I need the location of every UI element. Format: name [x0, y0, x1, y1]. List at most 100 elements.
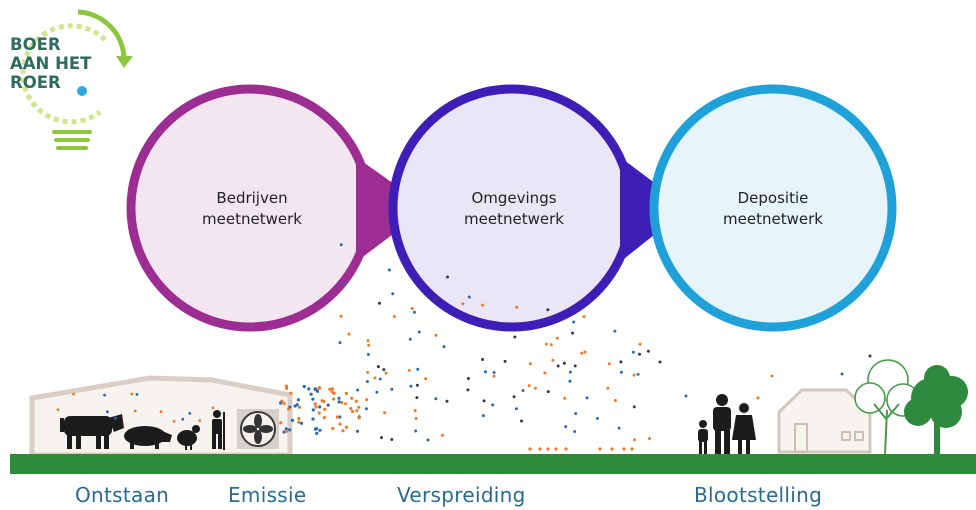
- particle-dot: [72, 392, 75, 396]
- particle-dot: [390, 438, 394, 441]
- particle-dot: [106, 410, 109, 414]
- particle-dot: [582, 315, 586, 319]
- particle-dot: [315, 389, 320, 393]
- particle-dot: [320, 399, 324, 403]
- particle-dot: [282, 401, 286, 406]
- particle-dot: [287, 407, 291, 411]
- cow-icon: [60, 414, 124, 449]
- particle-dot: [311, 408, 315, 412]
- particle-dot: [288, 428, 292, 432]
- particle-dot: [344, 391, 348, 395]
- particle-dot: [331, 426, 335, 431]
- particle-dot: [377, 301, 381, 305]
- particle-dot: [322, 416, 326, 420]
- particle-dot: [638, 342, 642, 346]
- particle-dot: [441, 433, 444, 437]
- particle-dot: [387, 268, 391, 272]
- particle-dot: [347, 332, 351, 336]
- particle-dot: [338, 341, 342, 345]
- particle-dot: [568, 379, 572, 383]
- node-3-line-2: meetnetwerk: [723, 210, 823, 228]
- particle-dot: [481, 358, 485, 361]
- particle-dot: [311, 397, 315, 401]
- particle-dot: [563, 396, 567, 400]
- particle-dot: [415, 396, 419, 400]
- particle-dot: [314, 405, 318, 409]
- particle-dot: [613, 329, 617, 333]
- particle-dot: [551, 358, 555, 362]
- particle-dot: [313, 402, 317, 406]
- particle-dot: [284, 427, 288, 431]
- particle-dot: [318, 405, 322, 409]
- particle-dot: [568, 370, 572, 374]
- particle-dot: [344, 402, 348, 406]
- particle-dot: [356, 388, 360, 392]
- chicken-icon: [172, 425, 200, 450]
- particle-dot: [426, 438, 430, 442]
- particle-dot: [383, 411, 387, 415]
- particle-dot: [606, 386, 610, 390]
- particle-dot: [317, 411, 321, 415]
- particle-dot: [546, 390, 550, 394]
- particle-dot: [313, 387, 317, 391]
- particle-dot: [770, 374, 774, 378]
- particle-dot: [622, 447, 626, 451]
- family-icon: [698, 394, 756, 454]
- particle-dot: [434, 397, 438, 401]
- particle-dot: [492, 371, 496, 374]
- particle-dot: [373, 376, 377, 380]
- particle-dot: [632, 405, 636, 409]
- particle-dot: [521, 389, 525, 392]
- particle-dot: [295, 403, 299, 407]
- particle-dot: [331, 387, 335, 391]
- particle-dot: [840, 372, 844, 376]
- particle-dot: [414, 429, 418, 433]
- particle-dot: [527, 384, 531, 388]
- node-1-line-2: meetnetwerk: [202, 210, 302, 228]
- particle-dot: [344, 425, 349, 429]
- particle-dot: [159, 410, 163, 413]
- particle-dot: [300, 421, 304, 425]
- particle-dot: [376, 365, 380, 369]
- particle-dot: [408, 337, 412, 341]
- particle-dot: [466, 377, 470, 380]
- particle-dot: [631, 350, 635, 354]
- particle-dot: [658, 360, 662, 364]
- particle-dot: [434, 333, 438, 337]
- particle-dot: [546, 447, 550, 451]
- particle-dot: [335, 415, 339, 419]
- particle-dot: [617, 426, 621, 430]
- particle-dot: [528, 362, 532, 366]
- particle-dot: [284, 429, 288, 433]
- particle-dot: [384, 371, 388, 375]
- particle-dot: [357, 416, 361, 420]
- particle-dot: [339, 243, 343, 247]
- depositie-meetnetwerk-node: Depositie meetnetwerk: [649, 84, 897, 332]
- particle-dot: [279, 421, 283, 425]
- particle-dot: [313, 427, 318, 431]
- particle-dot: [636, 372, 640, 376]
- particle-dot: [571, 331, 575, 335]
- particle-dot: [415, 383, 419, 387]
- particle-dot: [302, 384, 306, 389]
- tree-icon: [854, 359, 968, 456]
- particle-dot: [534, 386, 537, 390]
- particle-dot: [355, 409, 359, 413]
- particle-dot: [350, 396, 354, 400]
- particle-dot: [380, 436, 383, 440]
- particle-dot: [354, 399, 358, 403]
- particle-dot: [332, 397, 336, 401]
- particle-dot: [564, 425, 568, 429]
- particle-dot: [538, 447, 542, 451]
- stage-label-blootstelling: Blootstelling: [694, 483, 823, 507]
- particle-dot: [466, 388, 470, 392]
- particle-dot: [619, 370, 623, 374]
- particle-dot: [417, 330, 421, 334]
- node-2-line-1: Omgevings: [471, 189, 556, 207]
- particle-dot: [392, 315, 396, 318]
- particle-dot: [632, 373, 636, 377]
- lightbulb-logo-icon: BOER AAN HET ROER: [10, 9, 133, 150]
- pig-icon: [124, 426, 172, 449]
- particle-dot: [619, 360, 623, 364]
